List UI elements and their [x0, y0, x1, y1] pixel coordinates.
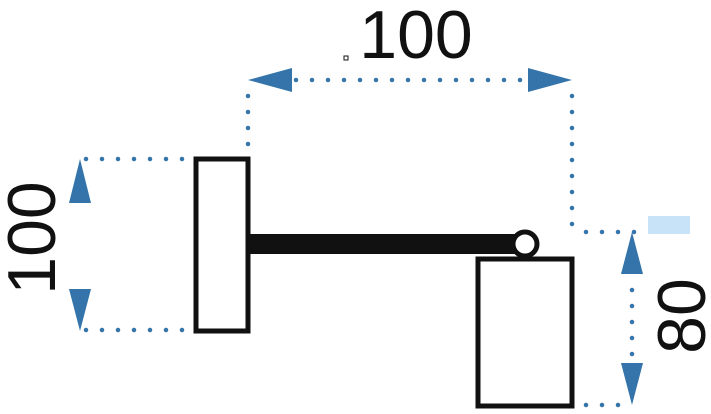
highlight-mark [648, 216, 690, 234]
wall-plate [193, 156, 251, 334]
lamp-outline [193, 156, 575, 409]
left-height-label: 100 [0, 181, 70, 294]
width-arrow-right-icon [528, 68, 572, 92]
lamp-head [475, 256, 575, 409]
width-arrow-left-icon [248, 68, 292, 92]
right-height-arrow-down-icon [621, 363, 643, 405]
width-dimension-label: 100 [359, 0, 472, 73]
left-height-arrow-down-icon [69, 289, 91, 331]
right-height-label: 80 [644, 278, 711, 354]
mark-dot [343, 55, 349, 61]
right-height-dimension: 80 [583, 216, 711, 408]
pivot-joint-icon [510, 229, 540, 259]
left-height-arrow-up-icon [69, 159, 91, 203]
lamp-arm [248, 234, 524, 254]
left-height-dimension: 100 [0, 156, 189, 333]
right-height-arrow-up-icon [621, 232, 643, 274]
width-dimension: 100 [245, 0, 575, 243]
